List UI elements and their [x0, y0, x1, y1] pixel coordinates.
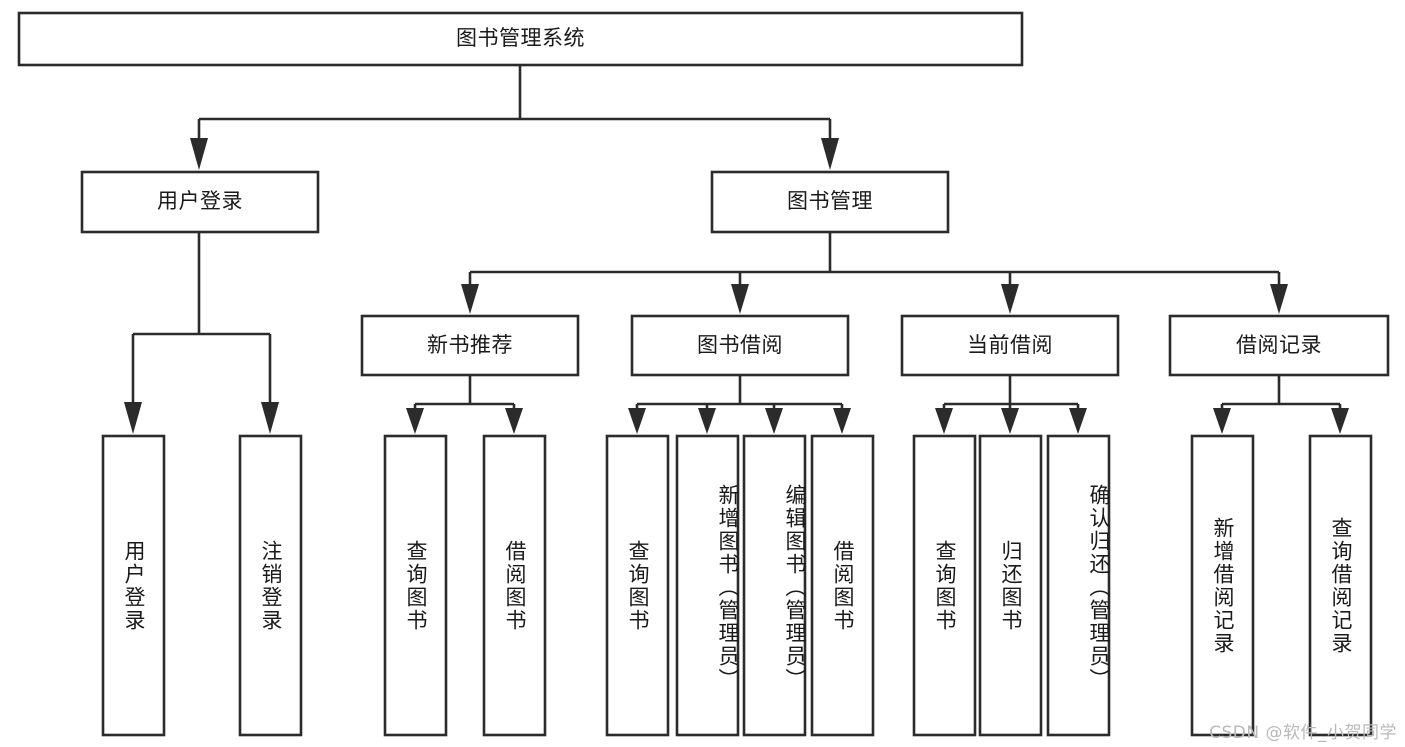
- arrow-head-leaf-borrow-book-1: [505, 408, 523, 434]
- arrow-head-current-borrow: [1001, 284, 1019, 314]
- arrow-head-leaf-confirm-return: [1069, 408, 1087, 434]
- node-box-leaf-query-book-3[interactable]: [912, 434, 977, 737]
- node-box-root[interactable]: [17, 11, 1024, 67]
- node-box-leaf-add-record[interactable]: [1190, 434, 1255, 737]
- arrow-head-leaf-query-book-1: [406, 408, 424, 434]
- arrow-head-leaf-logout: [261, 402, 279, 434]
- arrow-head-borrow-record: [1270, 284, 1288, 314]
- node-box-leaf-query-book-1[interactable]: [383, 434, 448, 737]
- arrow-head-leaf-borrow-book-2: [833, 408, 851, 434]
- node-box-book-borrow[interactable]: [630, 314, 850, 377]
- arrow-head-leaf-return-book: [1001, 408, 1019, 434]
- node-box-leaf-edit-book[interactable]: [742, 434, 807, 737]
- node-box-leaf-confirm-return[interactable]: [1046, 434, 1111, 737]
- node-box-borrow-record[interactable]: [1168, 314, 1390, 377]
- node-box-leaf-return-book[interactable]: [978, 434, 1043, 737]
- arrow-head-user-login: [190, 138, 208, 170]
- node-box-new-book[interactable]: [360, 314, 580, 377]
- node-box-leaf-query-book-2[interactable]: [605, 434, 670, 737]
- arrow-head-book-borrow: [731, 284, 749, 314]
- node-box-user-login[interactable]: [80, 170, 320, 234]
- node-box-leaf-user-login[interactable]: [101, 434, 166, 737]
- arrow-head-leaf-query-book-2: [628, 408, 646, 434]
- node-box-leaf-borrow-book-1[interactable]: [482, 434, 547, 737]
- arrow-head-leaf-edit-book: [765, 408, 783, 434]
- arrow-head-leaf-add-record: [1213, 408, 1231, 434]
- arrow-head-leaf-query-book-3: [935, 408, 953, 434]
- node-box-book-manage[interactable]: [710, 170, 950, 234]
- node-box-leaf-add-book[interactable]: [675, 434, 740, 737]
- node-box-leaf-borrow-book-2[interactable]: [810, 434, 875, 737]
- node-box-leaf-logout[interactable]: [238, 434, 303, 737]
- node-box-current-borrow[interactable]: [900, 314, 1120, 377]
- arrow-head-leaf-user-login: [124, 402, 142, 434]
- node-box-leaf-query-record[interactable]: [1308, 434, 1373, 737]
- arrow-head-leaf-query-record: [1331, 408, 1349, 434]
- arrow-head-leaf-add-book: [698, 408, 716, 434]
- arrow-head-book-manage: [821, 138, 839, 170]
- arrow-head-new-book: [461, 284, 479, 314]
